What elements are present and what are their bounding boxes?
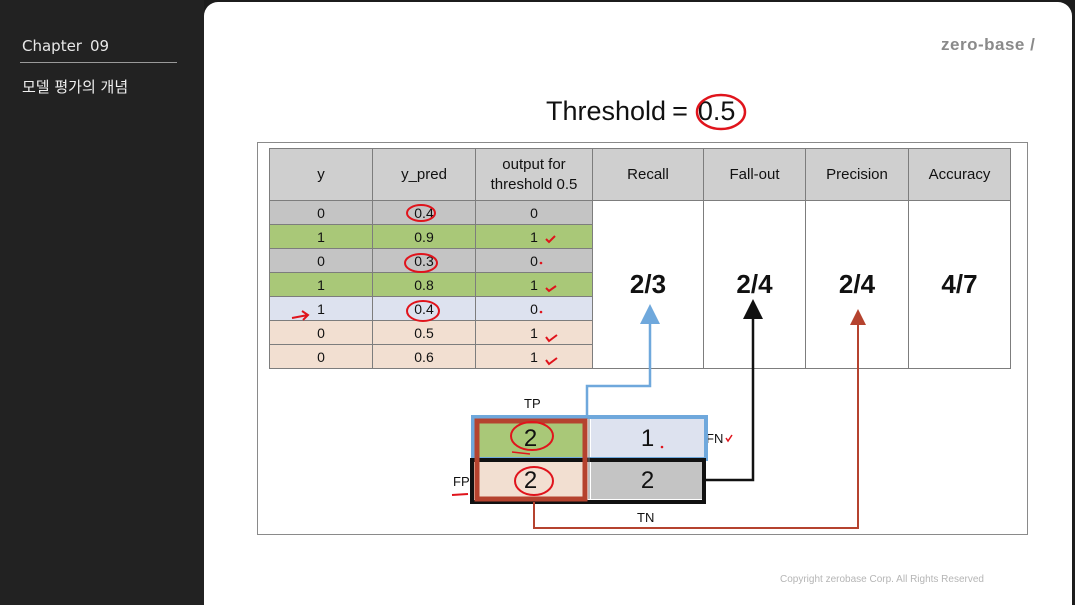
lesson-title: 모델 평가의 개념 <box>22 78 129 96</box>
matrix-tn-cell: 2 <box>591 462 704 499</box>
cell-y-pred: 0.5 <box>372 320 476 345</box>
threshold-label: Threshold <box>546 96 667 126</box>
cell-output: 1 <box>475 272 593 297</box>
cell-y-pred: 0.9 <box>372 224 476 249</box>
tp-label: TP <box>524 396 541 411</box>
sidebar-divider <box>20 62 177 63</box>
cell-y: 1 <box>269 296 373 321</box>
cell-output: 0 <box>475 248 593 273</box>
cell-y-pred: 0.8 <box>372 272 476 297</box>
fn-label: FN <box>706 431 724 446</box>
metric-fallout: 2/4 <box>703 200 806 369</box>
cell-y-pred: 0.4 <box>372 200 476 225</box>
copyright-text: Copyright zerobase Corp. All Rights Rese… <box>780 574 984 585</box>
tn-label: TN <box>637 510 655 525</box>
cell-y: 0 <box>269 248 373 273</box>
matrix-tp-cell: 2 <box>474 419 587 458</box>
cell-y-pred: 0.4 <box>372 296 476 321</box>
metric-accuracy: 4/7 <box>908 200 1011 369</box>
header-output: output for threshold 0.5 <box>475 148 593 201</box>
metric-recall: 2/3 <box>592 200 704 369</box>
fp-label: FP <box>453 474 470 489</box>
threshold-value: 0.5 <box>697 96 736 126</box>
header-precision: Precision <box>805 148 909 201</box>
threshold-equals: = <box>672 96 688 126</box>
cell-output: 1 <box>475 344 593 369</box>
chapter-number: 09 <box>89 37 110 55</box>
metric-precision: 2/4 <box>805 200 909 369</box>
table-row: 0 0.4 0 2/3 2/4 2/4 4/7 <box>269 200 1011 369</box>
table-row: 1 0.8 1 <box>269 272 1011 297</box>
cell-y-pred: 0.6 <box>372 344 476 369</box>
header-fallout: Fall-out <box>703 148 806 201</box>
brand-logo: zero-base / <box>941 35 1036 54</box>
chapter-label: Chapter <box>22 37 82 55</box>
cell-output: 1 <box>475 320 593 345</box>
header-y: y <box>269 148 373 201</box>
cell-output: 0 <box>475 296 593 321</box>
matrix-fn-cell: 1 <box>591 419 704 458</box>
cell-y: 1 <box>269 224 373 249</box>
cell-y: 0 <box>269 320 373 345</box>
matrix-fp-cell: 2 <box>474 462 587 499</box>
cell-output: 0 <box>475 200 593 225</box>
header-y-pred: y_pred <box>372 148 476 201</box>
cell-y: 1 <box>269 272 373 297</box>
header-accuracy: Accuracy <box>908 148 1011 201</box>
evaluation-table: y y_pred output for threshold 0.5 Recall… <box>269 148 1011 369</box>
cell-y-pred: 0.3 <box>372 248 476 273</box>
table-header-row: y y_pred output for threshold 0.5 Recall… <box>269 148 1011 201</box>
cell-y: 0 <box>269 344 373 369</box>
threshold-heading: Threshold= 0.5 <box>546 96 735 127</box>
chapter-heading: Chapter 09 <box>22 37 109 55</box>
header-recall: Recall <box>592 148 704 201</box>
sidebar: Chapter 09 모델 평가의 개념 <box>0 0 204 605</box>
cell-output: 1 <box>475 224 593 249</box>
cell-y: 0 <box>269 200 373 225</box>
